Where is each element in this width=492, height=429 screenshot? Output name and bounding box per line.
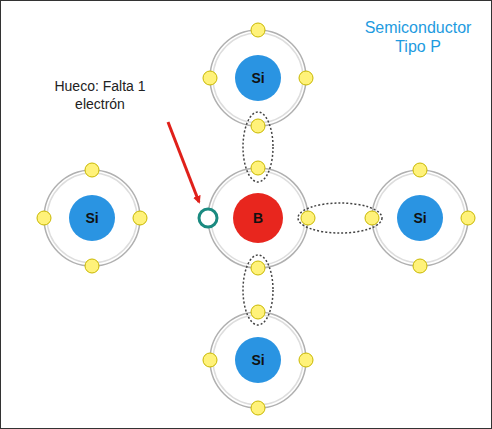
diagram-title: Semiconductor Tipo P	[358, 18, 478, 56]
atom-symbol: Si	[251, 352, 264, 368]
hole-mark	[199, 209, 217, 227]
atom-symbol: Si	[251, 70, 264, 86]
silicon-atom: Si	[235, 337, 281, 383]
atom-symbol: Si	[413, 210, 426, 226]
atom-symbol: Si	[85, 210, 98, 226]
silicon-atom: Si	[235, 55, 281, 101]
atom-symbol: B	[253, 210, 263, 226]
silicon-atom: Si	[69, 195, 115, 241]
silicon-atom: Si	[397, 195, 443, 241]
hole-arrow	[168, 122, 199, 202]
callout-label: Hueco: Falta 1 electrón	[33, 78, 167, 113]
boron-atom: B	[233, 193, 283, 243]
